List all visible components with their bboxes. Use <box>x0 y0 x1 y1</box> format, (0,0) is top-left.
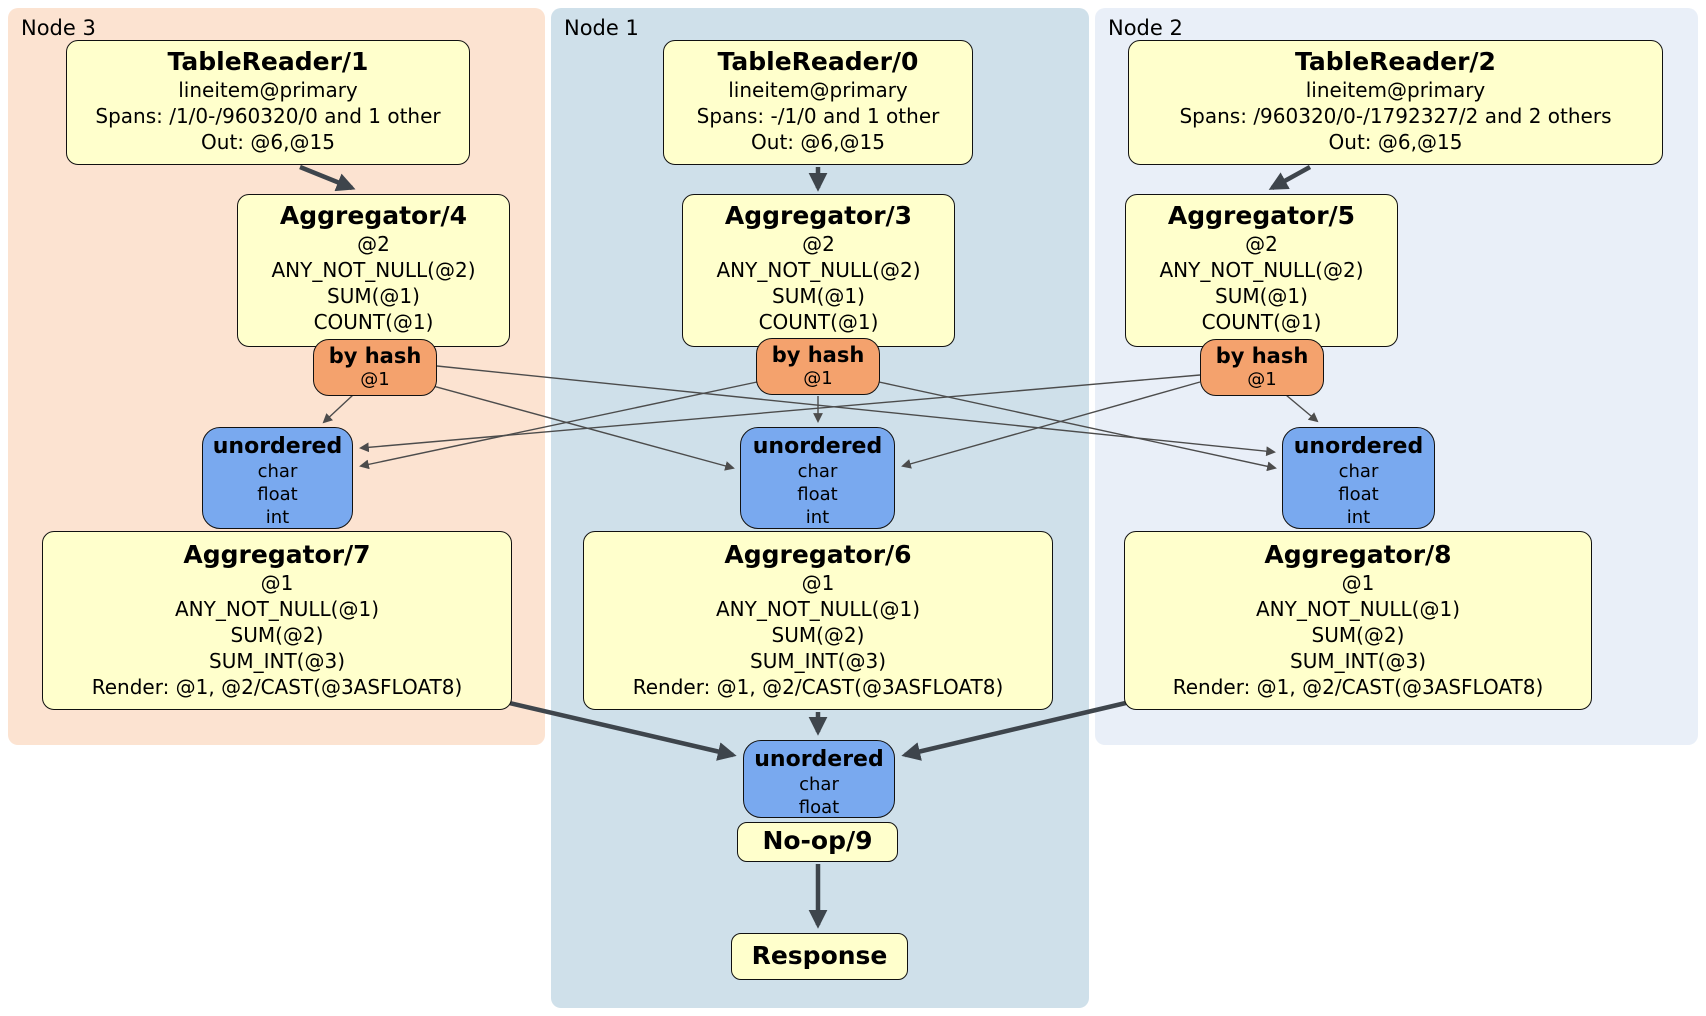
box-line: SUM(@2) <box>230 623 324 647</box>
box-line: char <box>257 461 298 482</box>
box-line: ANY_NOT_NULL(@1) <box>1256 597 1460 621</box>
box-line: float <box>797 484 838 505</box>
box-line: char <box>1338 461 1379 482</box>
aggregator-5: Aggregator/5 @2 ANY_NOT_NULL(@2) SUM(@1)… <box>1125 194 1398 347</box>
noop-9: No-op/9 <box>737 822 898 862</box>
box-line: ANY_NOT_NULL(@2) <box>716 258 921 282</box>
box-line: int <box>805 507 830 528</box>
box-line: lineitem@primary <box>178 78 358 102</box>
box-line: Render: @1, @2/CAST(@3ASFLOAT8) <box>91 675 463 699</box>
sync-title: unordered <box>752 434 883 459</box>
box-line: lineitem@primary <box>728 78 908 102</box>
aggregator-8: Aggregator/8 @1 ANY_NOT_NULL(@1) SUM(@2)… <box>1124 531 1592 710</box>
box-line: ANY_NOT_NULL(@2) <box>1159 258 1364 282</box>
tablereader-2-title: TableReader/2 <box>1295 47 1496 76</box>
box-line: ANY_NOT_NULL(@1) <box>716 597 920 621</box>
box-line: Render: @1, @2/CAST(@3ASFLOAT8) <box>632 675 1004 699</box>
hash-router-title: by hash <box>771 343 865 367</box>
box-line: float <box>257 484 298 505</box>
sync-title: unordered <box>754 747 884 772</box>
hash-router-title: by hash <box>328 344 422 368</box>
tablereader-2: TableReader/2 lineitem@primary Spans: /9… <box>1128 40 1663 165</box>
aggregator-7-title: Aggregator/7 <box>183 540 371 569</box>
hash-router-title: by hash <box>1215 344 1309 368</box>
box-line: SUM(@1) <box>1215 284 1308 308</box>
sync-title: unordered <box>212 434 343 459</box>
box-line: COUNT(@1) <box>1201 310 1322 334</box>
aggregator-6-title: Aggregator/6 <box>724 540 912 569</box>
box-line: SUM_INT(@3) <box>209 649 345 673</box>
box-line: Spans: /1/0-/960320/0 and 1 other <box>95 104 441 128</box>
response: Response <box>731 933 908 980</box>
aggregator-3-title: Aggregator/3 <box>724 201 913 230</box>
box-line: COUNT(@1) <box>313 310 434 334</box>
hash-router-node1: by hash @1 <box>756 338 880 395</box>
box-line: SUM(@2) <box>1311 623 1405 647</box>
box-line: SUM(@1) <box>327 284 420 308</box>
box-line: char <box>799 774 839 795</box>
box-line: Render: @1, @2/CAST(@3ASFLOAT8) <box>1172 675 1544 699</box>
box-line: Out: @6,@15 <box>201 130 335 154</box>
box-line: @1 <box>360 369 390 390</box>
noop-9-title: No-op/9 <box>762 826 873 855</box>
node1-label: Node 1 <box>564 16 639 40</box>
box-line: float <box>798 797 840 818</box>
box-line: @1 <box>803 368 833 389</box>
box-line: Out: @6,@15 <box>751 130 885 154</box>
box-line: @2 <box>802 232 835 256</box>
tablereader-1: TableReader/1 lineitem@primary Spans: /1… <box>66 40 470 165</box>
aggregator-7: Aggregator/7 @1 ANY_NOT_NULL(@1) SUM(@2)… <box>42 531 512 710</box>
aggregator-6: Aggregator/6 @1 ANY_NOT_NULL(@1) SUM(@2)… <box>583 531 1053 710</box>
box-line: @1 <box>260 571 294 595</box>
box-line: SUM_INT(@3) <box>1290 649 1426 673</box>
unordered-sync-output: unordered char float <box>743 740 895 818</box>
box-line: int <box>1346 507 1371 528</box>
aggregator-4: Aggregator/4 @2 ANY_NOT_NULL(@2) SUM(@1)… <box>237 194 510 347</box>
hash-router-node2: by hash @1 <box>1200 339 1324 396</box>
box-line: COUNT(@1) <box>758 310 879 334</box>
hash-router-node3: by hash @1 <box>313 339 437 396</box>
box-line: SUM_INT(@3) <box>750 649 886 673</box>
aggregator-3: Aggregator/3 @2 ANY_NOT_NULL(@2) SUM(@1)… <box>682 194 955 347</box>
aggregator-4-title: Aggregator/4 <box>279 201 468 230</box>
unordered-sync-node2: unordered char float int <box>1282 427 1435 529</box>
box-line: char <box>797 461 838 482</box>
box-line: @1 <box>801 571 835 595</box>
sync-title: unordered <box>1293 434 1424 459</box>
box-line: ANY_NOT_NULL(@2) <box>271 258 476 282</box>
box-line: Out: @6,@15 <box>1328 130 1463 154</box>
unordered-sync-node1: unordered char float int <box>740 427 895 529</box>
box-line: float <box>1338 484 1379 505</box>
tablereader-0: TableReader/0 lineitem@primary Spans: -/… <box>663 40 973 165</box>
box-line: ANY_NOT_NULL(@1) <box>175 597 379 621</box>
box-line: Spans: /960320/0-/1792327/2 and 2 others <box>1179 104 1612 128</box>
tablereader-0-title: TableReader/0 <box>717 47 919 76</box>
box-line: @1 <box>1341 571 1375 595</box>
unordered-sync-node3: unordered char float int <box>202 427 353 529</box>
box-line: SUM(@2) <box>771 623 865 647</box>
node2-label: Node 2 <box>1108 16 1183 40</box>
node3-label: Node 3 <box>21 16 96 40</box>
tablereader-1-title: TableReader/1 <box>167 47 369 76</box>
box-line: lineitem@primary <box>1305 78 1486 102</box>
box-line: @2 <box>357 232 390 256</box>
aggregator-8-title: Aggregator/8 <box>1264 540 1452 569</box>
box-line: @2 <box>1245 232 1278 256</box>
box-line: Spans: -/1/0 and 1 other <box>696 104 940 128</box>
aggregator-5-title: Aggregator/5 <box>1167 201 1356 230</box>
box-line: int <box>265 507 290 528</box>
box-line: @1 <box>1247 369 1277 390</box>
response-title: Response <box>751 941 888 970</box>
box-line: SUM(@1) <box>772 284 865 308</box>
